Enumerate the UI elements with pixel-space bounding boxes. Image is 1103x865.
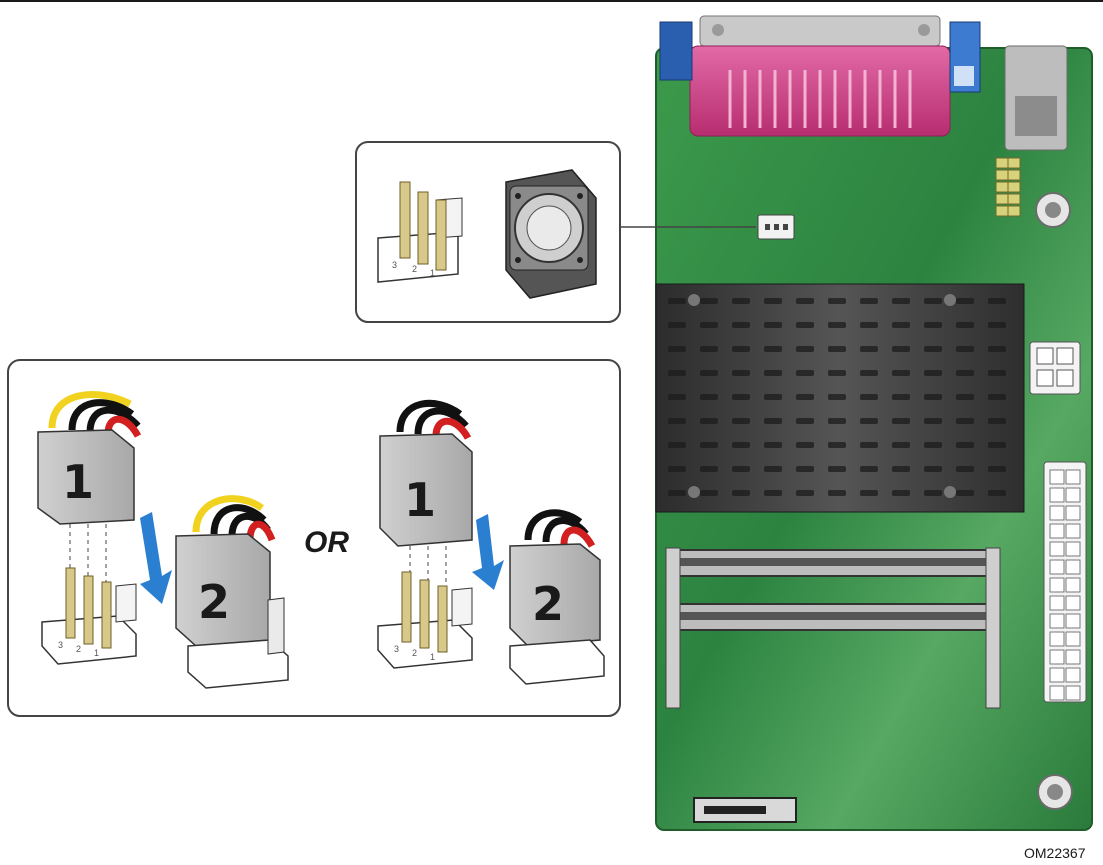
or-label: OR: [304, 526, 349, 559]
connector-1-left: 1: [37, 391, 142, 586]
connector-1-label: 1: [62, 455, 94, 509]
mounting-hole-top: [1035, 192, 1071, 228]
pin-label-1-left: 1: [94, 648, 99, 658]
fan-header-inset: 3 2 1: [355, 141, 621, 323]
pin-header-strip: [995, 157, 1021, 217]
connector-options-inset: 1 3 2 1 2 OR: [7, 359, 621, 717]
fan-header-icon: [757, 214, 795, 240]
connector-2-label-right: 2: [532, 577, 564, 631]
three-pin-header-right: 3 2 1: [377, 571, 473, 669]
connector-2-right: 2: [509, 509, 605, 685]
power-connector-4pin: [1029, 341, 1081, 395]
three-pin-header: 3 2 1: [377, 181, 463, 283]
connector-1-right: 1: [379, 399, 473, 592]
three-pin-header-left: 3 2 1: [41, 567, 137, 665]
figure-id: OM22367: [1024, 845, 1086, 861]
connector-2-left: 2: [175, 495, 289, 689]
motherboard: [655, 15, 1093, 831]
parallel-port: [689, 15, 951, 137]
pin-label-3-left: 3: [58, 640, 63, 650]
pin-label-2-right: 2: [412, 648, 417, 658]
heatsink: [655, 283, 1025, 513]
top-border: [0, 0, 1103, 2]
pin-label-1-right: 1: [430, 652, 435, 662]
pin-label-3-right: 3: [394, 644, 399, 654]
arrow-down-icon: [472, 514, 504, 590]
memory-slots: [665, 547, 1001, 709]
pin-label-3: 3: [392, 260, 397, 270]
fan-icon: [505, 169, 597, 299]
connector-2-label-left: 2: [198, 575, 230, 629]
connector-1-label-right: 1: [404, 473, 436, 527]
pin-label-2-left: 2: [76, 644, 81, 654]
atx-power-connector: [1043, 461, 1087, 703]
blue-port-left: [659, 21, 693, 81]
arrow-down-icon: [140, 512, 172, 604]
pin-label-1: 1: [430, 268, 435, 278]
mounting-hole-bottom: [1037, 774, 1073, 810]
pin-label-2: 2: [412, 264, 417, 274]
